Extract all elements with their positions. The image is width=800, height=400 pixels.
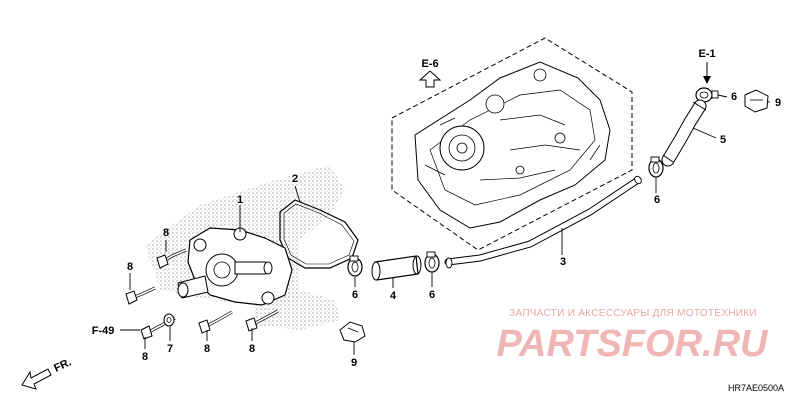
callout-7: 7 bbox=[167, 343, 173, 355]
hose-clamp-part[interactable] bbox=[424, 251, 440, 273]
arrow-up-icon bbox=[418, 70, 442, 88]
callout-2: 2 bbox=[292, 173, 298, 185]
water-pipe-part[interactable] bbox=[444, 175, 643, 269]
hose-clamp-part[interactable] bbox=[347, 255, 363, 277]
arrow-front-icon bbox=[21, 368, 52, 390]
callout-9: 9 bbox=[351, 357, 357, 369]
bolt-part[interactable] bbox=[198, 310, 233, 334]
clip-part[interactable] bbox=[744, 89, 769, 113]
callout-8: 8 bbox=[204, 343, 210, 355]
bent-hose-part[interactable] bbox=[661, 99, 707, 167]
clip-part[interactable] bbox=[339, 321, 366, 343]
callout-6: 6 bbox=[731, 91, 737, 103]
ref-e1[interactable]: E-1 bbox=[698, 48, 716, 84]
lower-shading bbox=[255, 290, 340, 330]
bolt-part[interactable] bbox=[245, 309, 279, 332]
callout-8: 8 bbox=[142, 351, 148, 363]
front-label: FR. bbox=[52, 356, 73, 374]
hose-clamp-part[interactable] bbox=[648, 156, 664, 178]
front-direction-indicator: FR. bbox=[21, 356, 73, 390]
ref-e1-label: E-1 bbox=[698, 48, 715, 60]
callout-8: 8 bbox=[127, 261, 133, 273]
bolt-part[interactable] bbox=[125, 286, 156, 305]
callout-5: 5 bbox=[720, 134, 726, 146]
callout-8: 8 bbox=[163, 227, 169, 239]
callout-4: 4 bbox=[390, 290, 397, 302]
ref-e6-label: E-6 bbox=[421, 58, 438, 70]
ref-f49[interactable]: F-49 bbox=[92, 325, 115, 337]
hose-clamp-part[interactable] bbox=[695, 87, 719, 103]
washer-part[interactable] bbox=[163, 313, 175, 327]
diagram-code: HR7AE0500A bbox=[728, 383, 784, 393]
water-pump-part[interactable] bbox=[177, 227, 293, 306]
callout-6: 6 bbox=[654, 194, 660, 206]
callout-6: 6 bbox=[429, 289, 435, 301]
callout-1: 1 bbox=[237, 194, 243, 206]
short-hose-part[interactable] bbox=[371, 255, 422, 281]
watermark-caption: ЗАПЧАСТИ И АКСЕССУАРЫ ДЛЯ МОТОТЕХНИКИ bbox=[509, 308, 757, 319]
callout-3: 3 bbox=[560, 256, 566, 268]
callout-8: 8 bbox=[249, 343, 255, 355]
watermark-brand: PARTSFOR.RU bbox=[497, 323, 769, 365]
ref-e6[interactable]: E-6 bbox=[418, 58, 442, 88]
bolt-part[interactable] bbox=[156, 248, 187, 269]
arrow-down-icon bbox=[703, 76, 711, 84]
engine-block bbox=[391, 37, 633, 251]
callout-9: 9 bbox=[775, 97, 781, 109]
callout-6: 6 bbox=[352, 289, 358, 301]
